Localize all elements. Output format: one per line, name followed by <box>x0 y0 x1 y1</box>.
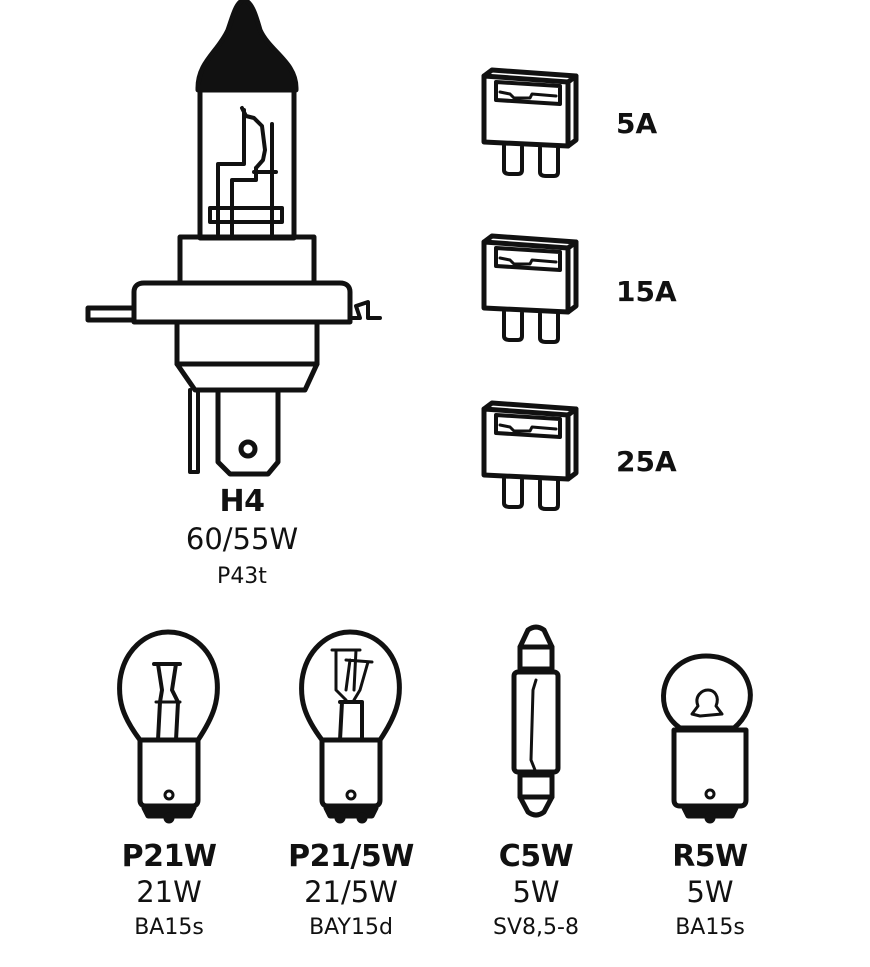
fuse-5a-label: 5A <box>616 107 658 140</box>
h4-bulb-flange <box>131 280 353 325</box>
h4-bulb-glass <box>197 85 297 241</box>
h4-base-label: P43t <box>217 564 267 589</box>
fuse-5a-icon <box>484 70 576 176</box>
fuse-25a-icon <box>484 403 576 509</box>
fuse-15a-icon <box>484 236 576 342</box>
c5w-name-label: C5W <box>498 839 574 874</box>
fuse-25a-label: 25A <box>616 445 677 478</box>
p21w-name-label: P21W <box>121 839 217 874</box>
p21w-base-label: BA15s <box>134 915 204 940</box>
p21-5w-wattage-label: 21/5W <box>304 875 398 909</box>
h4-bulb-collar <box>177 234 317 286</box>
c5w-wattage-label: 5W <box>512 875 560 909</box>
p21-5w-base-label: BAY15d <box>309 915 393 940</box>
h4-bulb-tab <box>215 387 281 477</box>
h4-bulb-icon <box>85 0 382 477</box>
r5w-wattage-label: 5W <box>686 875 734 909</box>
r5w-name-label: R5W <box>672 839 748 874</box>
h4-wattage-label: 60/55W <box>185 522 299 556</box>
c5w-base-label: SV8,5-8 <box>493 915 579 940</box>
r5w-bulb-icon <box>661 653 753 824</box>
c5w-bulb-icon <box>511 624 561 818</box>
p21-5w-name-label: P21/5W <box>288 839 414 874</box>
h4-bulb-body <box>174 319 320 367</box>
p21w-bulb-icon <box>117 629 220 824</box>
r5w-base-label: BA15s <box>675 915 745 940</box>
fuse-15a-label: 15A <box>616 275 677 308</box>
h4-name-label: H4 <box>219 484 265 519</box>
h4-bulb-pin <box>188 388 200 474</box>
p21-5w-bulb-icon <box>299 629 402 824</box>
p21w-wattage-label: 21W <box>136 875 202 909</box>
h4-bulb-tip <box>195 0 299 93</box>
